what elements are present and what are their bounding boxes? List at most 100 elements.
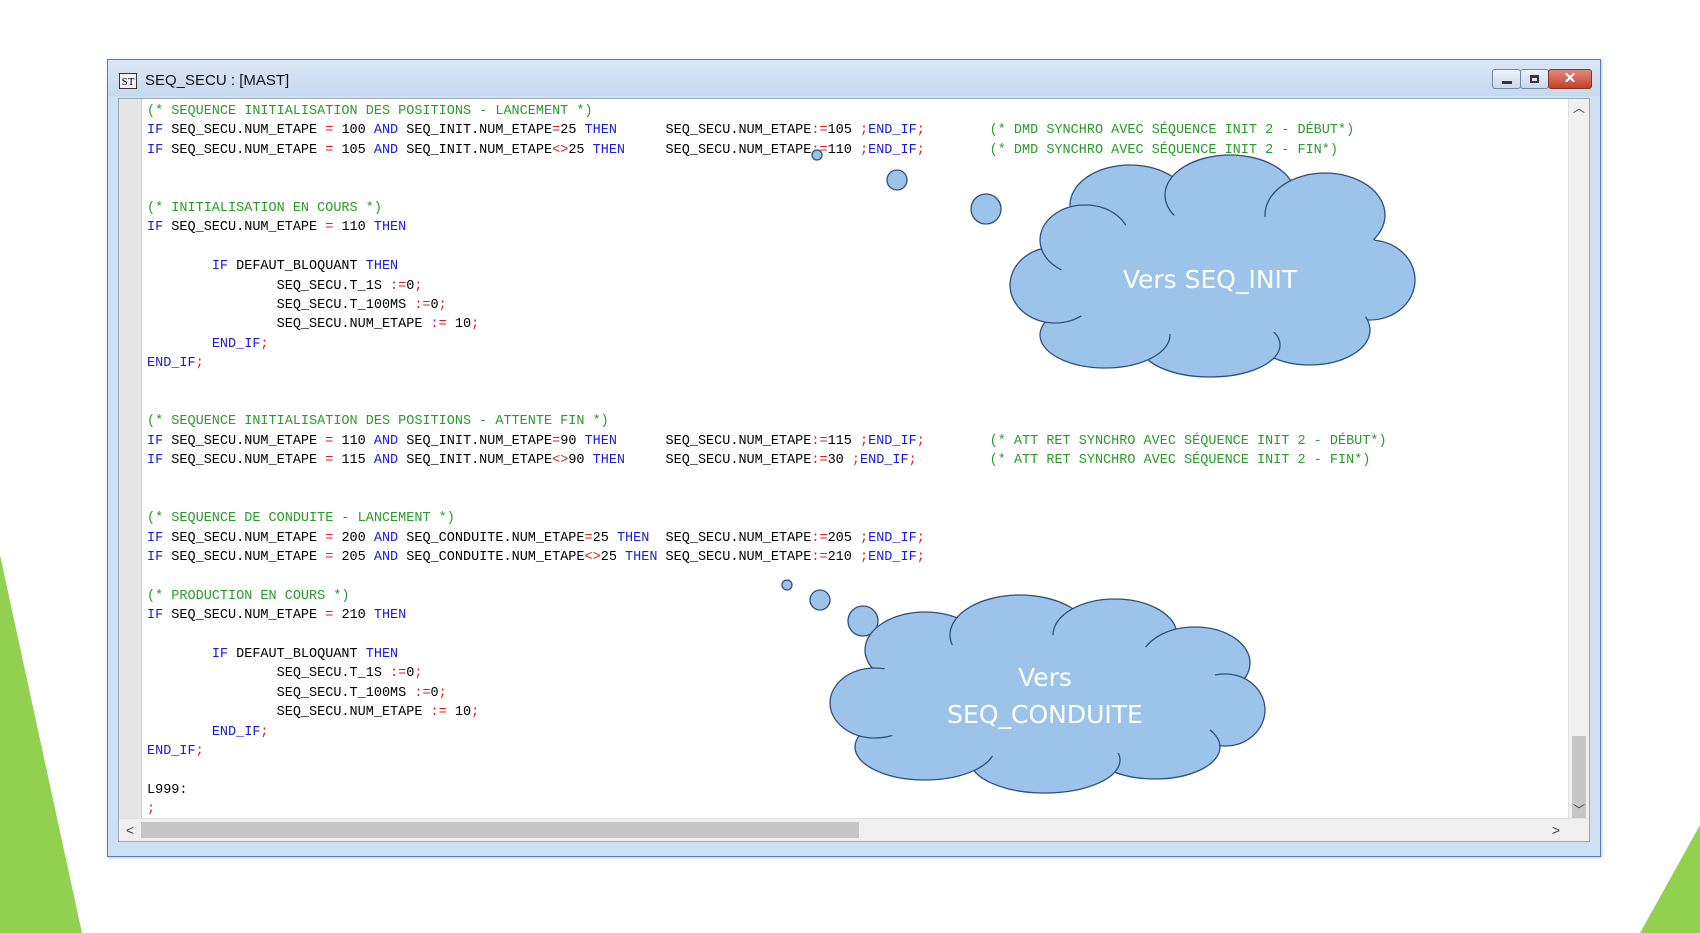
code-operator: =	[325, 433, 334, 449]
maximize-icon	[1530, 75, 1539, 83]
code-keyword: IF	[211, 259, 229, 275]
code-line[interactable]: L999:	[147, 781, 1547, 800]
vertical-scroll-thumb[interactable]	[1572, 736, 1586, 841]
code-line[interactable]: IF DEFAUT_BLOQUANT THEN	[147, 257, 1547, 276]
maximize-button[interactable]	[1520, 69, 1549, 89]
code-line[interactable]: ;	[147, 800, 1547, 819]
code-keyword: THEN	[625, 549, 658, 565]
code-token: SEQ_SECU.NUM_ETAPE	[147, 317, 431, 333]
code-token: SEQ_INIT.NUM_ETAPE	[398, 453, 553, 469]
code-token: 205	[333, 549, 374, 565]
code-keyword: IF	[147, 549, 164, 565]
code-token: SEQ_CONDUITE.NUM_ETAPE	[398, 530, 585, 546]
code-line[interactable]: IF SEQ_SECU.NUM_ETAPE = 100 AND SEQ_INIT…	[147, 121, 1547, 140]
code-editor[interactable]: (* SEQUENCE INITIALISATION DES POSITIONS…	[118, 98, 1590, 842]
code-line[interactable]: IF SEQ_SECU.NUM_ETAPE = 110 THEN	[147, 218, 1547, 237]
code-line[interactable]: IF DEFAUT_BLOQUANT THEN	[147, 645, 1547, 664]
code-token: 200	[333, 530, 374, 546]
scroll-right-icon[interactable]: >	[1551, 822, 1561, 838]
code-token	[925, 123, 990, 138]
code-token: 25	[592, 530, 617, 546]
code-line[interactable]: SEQ_SECU.NUM_ETAPE := 10;	[147, 703, 1547, 722]
scroll-up-icon[interactable]: ︿	[1572, 101, 1585, 115]
code-line[interactable]: (* PRODUCTION EN COURS *)	[147, 587, 1547, 606]
code-line[interactable]: SEQ_SECU.T_100MS :=0;	[147, 684, 1547, 703]
code-operator: ;	[438, 297, 447, 313]
code-token: 90	[568, 453, 593, 469]
code-line[interactable]	[147, 373, 1547, 392]
code-comment: (* SEQUENCE INITIALISATION DES POSITIONS…	[147, 414, 609, 430]
code-line[interactable]: SEQ_SECU.NUM_ETAPE := 10;	[147, 315, 1547, 334]
code-line[interactable]	[147, 160, 1547, 179]
code-token: SEQ_INIT.NUM_ETAPE	[398, 142, 553, 158]
code-line[interactable]: SEQ_SECU.T_100MS :=0;	[147, 296, 1547, 315]
code-token: SEQ_SECU.NUM_ETAPE	[163, 123, 326, 139]
code-line[interactable]: IF SEQ_SECU.NUM_ETAPE = 110 AND SEQ_INIT…	[147, 432, 1547, 451]
code-line[interactable]	[147, 626, 1547, 645]
code-line[interactable]: END_IF;	[147, 354, 1547, 373]
code-token: 25	[568, 142, 593, 158]
code-line[interactable]	[147, 470, 1547, 489]
code-line[interactable]: IF SEQ_SECU.NUM_ETAPE = 105 AND SEQ_INIT…	[147, 141, 1547, 160]
code-line[interactable]: END_IF;	[147, 723, 1547, 742]
code-line[interactable]: END_IF;	[147, 335, 1547, 354]
code-line[interactable]: END_IF;	[147, 742, 1547, 761]
code-keyword: THEN	[616, 530, 650, 546]
code-operator: =	[325, 453, 334, 469]
window-title: SEQ_SECU : [MAST]	[145, 72, 290, 89]
code-line[interactable]: (* SEQUENCE DE CONDUITE - LANCEMENT *)	[147, 509, 1547, 528]
code-token: 210	[333, 608, 374, 624]
code-token: 30	[827, 453, 852, 469]
vertical-scrollbar[interactable]: ︿ ﹀	[1568, 99, 1589, 841]
code-line[interactable]: IF SEQ_SECU.NUM_ETAPE = 205 AND SEQ_COND…	[147, 548, 1547, 567]
code-keyword: AND	[373, 123, 399, 139]
code-token	[147, 725, 212, 740]
scroll-down-icon[interactable]: ﹀	[1572, 803, 1585, 817]
code-token: SEQ_SECU.NUM_ETAPE	[649, 530, 812, 546]
code-operator: <>	[552, 453, 569, 469]
code-text-area[interactable]: (* SEQUENCE INITIALISATION DES POSITIONS…	[147, 102, 1547, 822]
code-token	[147, 337, 212, 352]
code-keyword: THEN	[584, 433, 617, 449]
code-token: 110	[827, 142, 860, 158]
code-token: SEQ_SECU.NUM_ETAPE	[163, 608, 326, 624]
window-titlebar[interactable]: ST SEQ_SECU : [MAST] ✕	[108, 60, 1600, 96]
code-keyword: END_IF	[868, 123, 917, 139]
code-line[interactable]: IF SEQ_SECU.NUM_ETAPE = 200 AND SEQ_COND…	[147, 529, 1547, 548]
code-keyword: IF	[147, 433, 164, 449]
code-operator: ;	[916, 123, 925, 139]
close-button[interactable]: ✕	[1548, 69, 1592, 89]
code-token: L999:	[147, 782, 188, 798]
code-token: 90	[560, 433, 585, 449]
code-line[interactable]: IF SEQ_SECU.NUM_ETAPE = 210 THEN	[147, 606, 1547, 625]
code-operator: ;	[414, 666, 423, 682]
code-token: 100	[333, 123, 374, 139]
code-operator: ;	[147, 802, 156, 818]
code-line[interactable]: (* SEQUENCE INITIALISATION DES POSITIONS…	[147, 102, 1547, 121]
code-line[interactable]: SEQ_SECU.T_1S :=0;	[147, 664, 1547, 683]
code-line[interactable]	[147, 238, 1547, 257]
code-token	[925, 143, 990, 158]
code-operator: =	[584, 530, 593, 546]
code-token: 0	[406, 278, 415, 294]
code-line[interactable]	[147, 567, 1547, 586]
code-comment: (* PRODUCTION EN COURS *)	[147, 588, 350, 604]
code-token: 115	[827, 433, 860, 449]
code-line[interactable]: (* SEQUENCE INITIALISATION DES POSITIONS…	[147, 412, 1547, 431]
code-operator: ;	[195, 743, 204, 759]
code-line[interactable]	[147, 761, 1547, 780]
scroll-left-icon[interactable]: <	[125, 822, 135, 838]
code-line[interactable]: IF SEQ_SECU.NUM_ETAPE = 115 AND SEQ_INIT…	[147, 451, 1547, 470]
code-line[interactable]: SEQ_SECU.T_1S :=0;	[147, 277, 1547, 296]
code-line[interactable]	[147, 393, 1547, 412]
minimize-button[interactable]	[1492, 69, 1521, 89]
code-token: SEQ_SECU.NUM_ETAPE	[616, 433, 812, 449]
horizontal-scroll-thumb[interactable]	[141, 822, 859, 838]
code-line[interactable]	[147, 180, 1547, 199]
code-token: 25	[600, 549, 626, 565]
code-keyword: THEN	[365, 646, 399, 662]
code-line[interactable]	[147, 490, 1547, 509]
horizontal-scrollbar[interactable]: < >	[119, 818, 1589, 841]
code-line[interactable]: (* INITIALISATION EN COURS *)	[147, 199, 1547, 218]
code-operator: :=	[811, 433, 828, 449]
